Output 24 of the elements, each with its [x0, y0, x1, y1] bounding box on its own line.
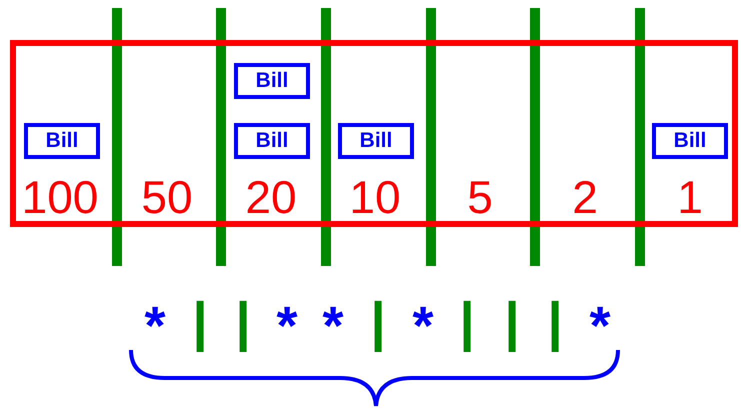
- star-symbol: *: [411, 296, 434, 356]
- denomination-label: 2: [571, 172, 599, 222]
- compartment-frame: [10, 40, 738, 227]
- denomination-label: 1: [676, 172, 704, 222]
- bill-box: Bill: [338, 123, 414, 159]
- bill-box: Bill: [234, 123, 310, 159]
- bar-symbol: |: [234, 292, 252, 352]
- bill-box: Bill: [24, 123, 100, 159]
- denomination-label: 100: [20, 172, 100, 222]
- bar-symbol: |: [503, 292, 521, 352]
- bar-symbol: |: [191, 292, 209, 352]
- bar-symbol: |: [458, 292, 476, 352]
- denomination-label: 10: [348, 172, 402, 222]
- denomination-label: 5: [466, 172, 494, 222]
- star-symbol: *: [275, 296, 298, 356]
- bar-symbol: |: [546, 292, 564, 352]
- bill-box: Bill: [234, 63, 310, 99]
- star-symbol: *: [321, 296, 344, 356]
- bill-box: Bill: [652, 123, 728, 159]
- star-symbol: *: [143, 296, 166, 356]
- star-symbol: *: [588, 296, 612, 356]
- denomination-label: 20: [244, 172, 298, 222]
- bar-symbol: |: [369, 292, 387, 352]
- denomination-label: 50: [140, 172, 194, 222]
